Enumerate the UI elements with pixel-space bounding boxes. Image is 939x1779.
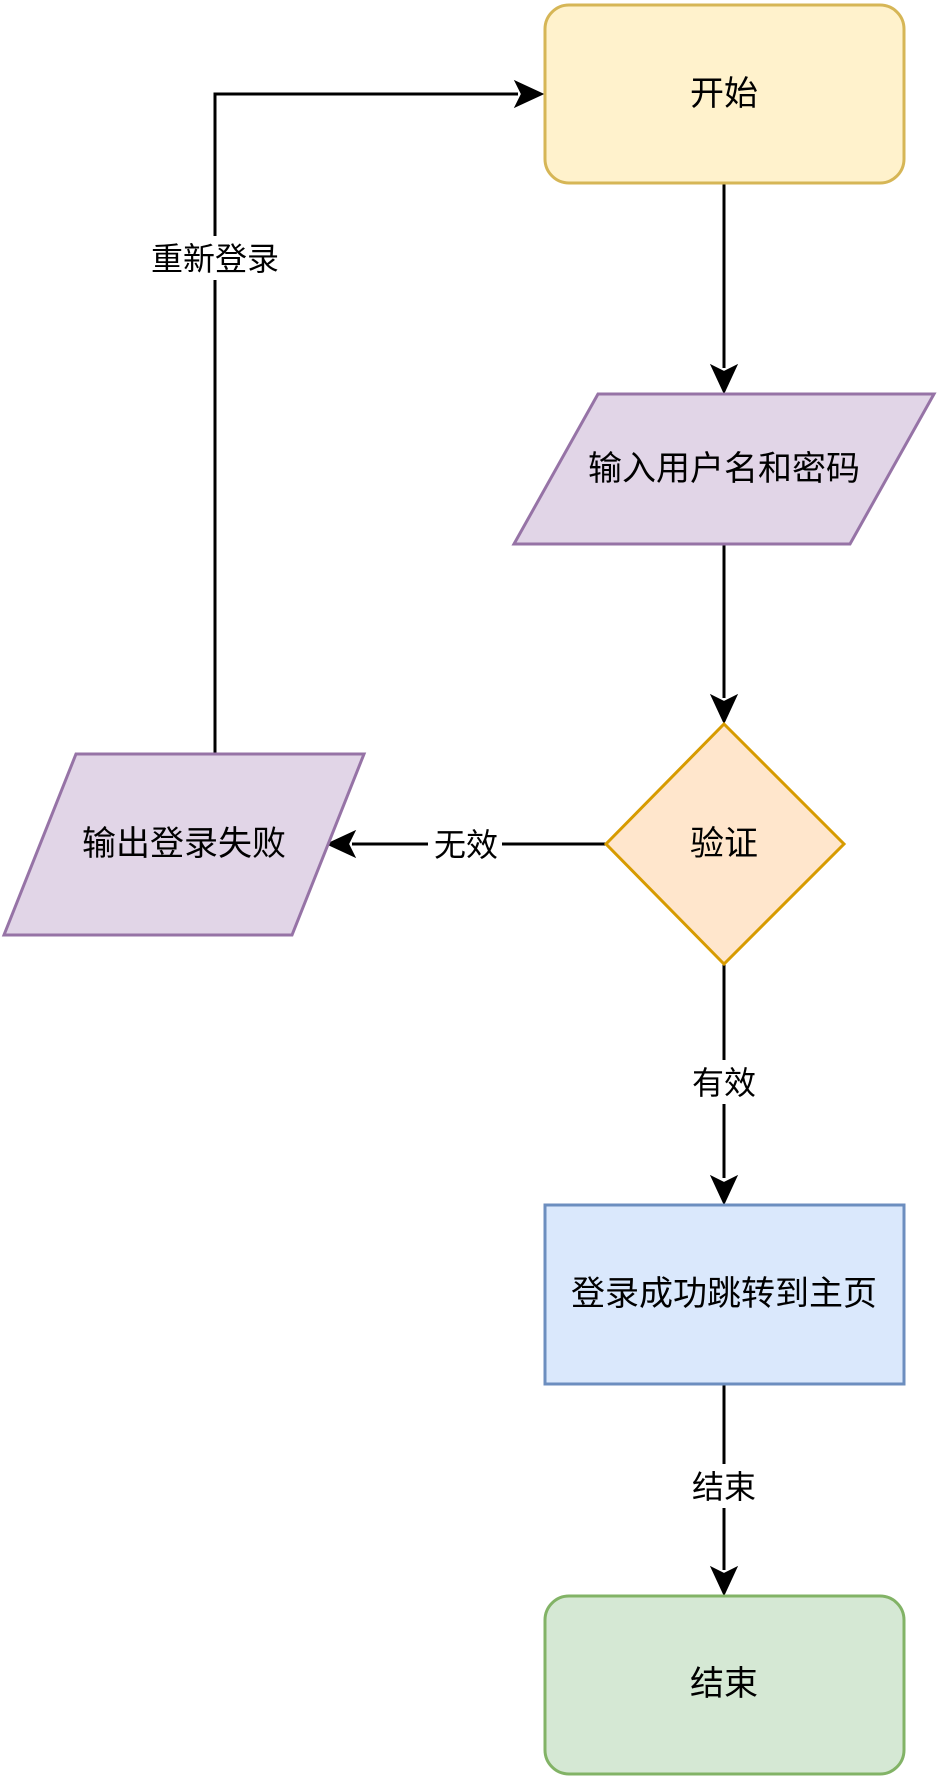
- edge-success-to-end: 结束: [686, 1384, 762, 1597]
- edge-label-finish: 结束: [692, 1468, 756, 1506]
- node-end-label: 结束: [690, 1664, 758, 1704]
- edge-label-bg: [686, 1060, 762, 1104]
- edge-input-to-verify: [709, 544, 739, 725]
- node-start-label: 开始: [690, 74, 758, 114]
- arrow-head: [709, 1174, 739, 1206]
- node-input-label: 输入用户名和密码: [588, 449, 860, 489]
- node-fail-output-label: 输出登录失败: [82, 824, 286, 864]
- edge-label-retry: 重新登录: [151, 240, 279, 278]
- arrow-head: [325, 829, 357, 859]
- input-parallelogram-shape: [511, 392, 937, 546]
- edge-label-bg: [686, 1464, 762, 1508]
- edge-label-bg: [141, 236, 289, 280]
- start-terminator-shape: [543, 3, 906, 185]
- edge-verify-to-fail: 无效: [325, 824, 606, 864]
- edge-label-valid: 有效: [692, 1064, 756, 1102]
- end-terminator-shape: [543, 1594, 906, 1776]
- edge-start-to-input: [709, 183, 739, 395]
- node-success-label: 登录成功跳转到主页: [571, 1274, 877, 1314]
- arrow-head: [709, 693, 739, 725]
- edge-verify-to-success: 有效: [686, 964, 762, 1206]
- node-end: 结束: [543, 1594, 906, 1776]
- edge-label-invalid: 无效: [434, 826, 498, 864]
- node-start: 开始: [543, 3, 906, 185]
- node-success: 登录成功跳转到主页: [543, 1203, 906, 1386]
- fail-output-parallelogram-shape: [1, 752, 367, 937]
- node-verify-label: 验证: [690, 824, 758, 864]
- arrow-head: [709, 363, 739, 395]
- node-verify: 验证: [603, 721, 847, 967]
- edge-label-bg: [428, 824, 502, 864]
- node-fail-output: 输出登录失败: [1, 752, 367, 937]
- node-input: 输入用户名和密码: [511, 392, 937, 546]
- arrow-head: [513, 79, 545, 109]
- success-process-shape: [543, 1203, 906, 1386]
- arrow-head: [709, 1565, 739, 1597]
- verify-diamond-shape: [603, 721, 847, 967]
- edge-fail-to-start: 重新登录: [141, 79, 545, 754]
